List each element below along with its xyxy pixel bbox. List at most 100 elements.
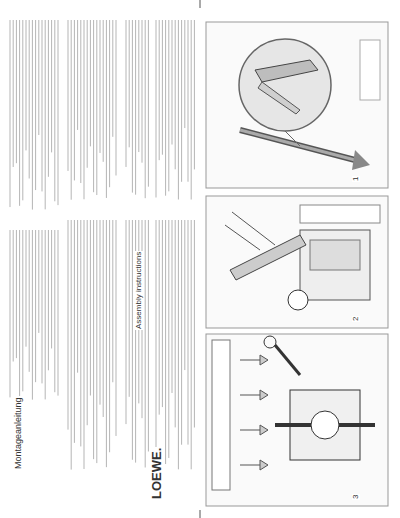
text-line: [16, 230, 17, 358]
text-line: [51, 230, 52, 348]
text-line: [35, 230, 36, 382]
text-line: [129, 220, 130, 397]
text-line: [77, 220, 78, 373]
text-columns: [10, 20, 194, 470]
text-line: [172, 220, 173, 393]
text-line: [103, 20, 104, 162]
text-line: [135, 20, 136, 195]
bolt-symbol: [240, 460, 268, 470]
text-line: [106, 220, 107, 467]
text-line: [126, 220, 127, 424]
text-line: [168, 20, 169, 191]
text-line: [71, 220, 72, 470]
brand-logo: LOEWE.: [150, 447, 163, 500]
parts-illustration: [212, 336, 375, 490]
text-line: [90, 20, 91, 146]
text-line: [42, 20, 43, 191]
text-line: [29, 230, 30, 372]
text-line: [87, 20, 88, 168]
text-line: [112, 220, 113, 382]
text-line: [13, 230, 14, 362]
text-line: [156, 220, 157, 467]
manual-heading: Montageanleitung: [14, 396, 23, 470]
text-line: [54, 20, 55, 201]
text-line: [68, 220, 69, 430]
text-line: [19, 230, 20, 396]
text-line: [38, 230, 39, 333]
text-line: [58, 20, 59, 205]
text-line: [71, 20, 72, 200]
figure-number: 2: [352, 316, 360, 322]
text-line: [129, 20, 130, 147]
text-line: [191, 20, 192, 200]
text-line: [68, 20, 69, 171]
text-line: [194, 20, 195, 169]
bracket-illustration: [225, 205, 380, 310]
text-line: [191, 220, 192, 469]
manual-heading: Assembly instructions: [135, 251, 143, 330]
text-line: [175, 20, 176, 169]
text-line: [84, 20, 85, 199]
text-line: [93, 20, 94, 192]
text-line: [10, 20, 11, 207]
text-line: [74, 20, 75, 180]
fold-mark: [200, 510, 201, 518]
text-line: [175, 220, 176, 427]
text-line: [132, 220, 133, 460]
text-line: [45, 230, 46, 399]
figure-panel: [206, 334, 388, 506]
text-line: [54, 230, 55, 392]
text-line: [172, 20, 173, 145]
bolt-symbol: [240, 425, 268, 435]
text-line: [74, 220, 75, 443]
text-line: [32, 20, 33, 210]
text-line: [38, 20, 39, 135]
text-line: [109, 220, 110, 452]
text-line: [181, 220, 182, 445]
text-line: [156, 20, 157, 197]
text-line: [26, 20, 27, 150]
text-line: [87, 220, 88, 425]
text-line: [116, 20, 117, 175]
text-line: [84, 220, 85, 469]
text-line: [100, 20, 101, 153]
text-line: [148, 20, 149, 187]
text-line: [13, 20, 14, 167]
text-line: [159, 220, 160, 415]
text-line: [45, 20, 46, 209]
text-line: [16, 20, 17, 163]
text-line: [10, 230, 11, 397]
figure-panel: [206, 196, 388, 328]
text-line: [142, 20, 143, 163]
text-line: [35, 20, 36, 190]
text-line: [90, 220, 91, 396]
text-line: [96, 220, 97, 463]
text-line: [48, 230, 49, 370]
figure-number: 1: [352, 176, 360, 182]
text-line: [96, 20, 97, 195]
text-line: [26, 230, 27, 347]
text-line: [148, 220, 149, 451]
text-line: [165, 220, 166, 464]
text-line: [178, 220, 179, 469]
text-line: [48, 20, 49, 177]
text-line: [178, 20, 179, 200]
text-line: [32, 230, 33, 400]
text-line: [109, 20, 110, 187]
text-line: [51, 20, 52, 152]
fold-mark: [200, 0, 201, 8]
text-line: [165, 20, 166, 196]
text-line: [29, 20, 30, 178]
screw-illustration: [239, 39, 380, 170]
text-line: [106, 20, 107, 198]
text-line: [80, 220, 81, 446]
text-line: [22, 20, 23, 200]
text-line: [132, 20, 133, 193]
text-line: [188, 220, 189, 445]
figure-panel: [206, 22, 388, 188]
figure-number: 3: [352, 494, 360, 500]
bolt-symbol: [240, 355, 268, 365]
text-line: [77, 20, 78, 130]
text-line: [58, 230, 59, 396]
